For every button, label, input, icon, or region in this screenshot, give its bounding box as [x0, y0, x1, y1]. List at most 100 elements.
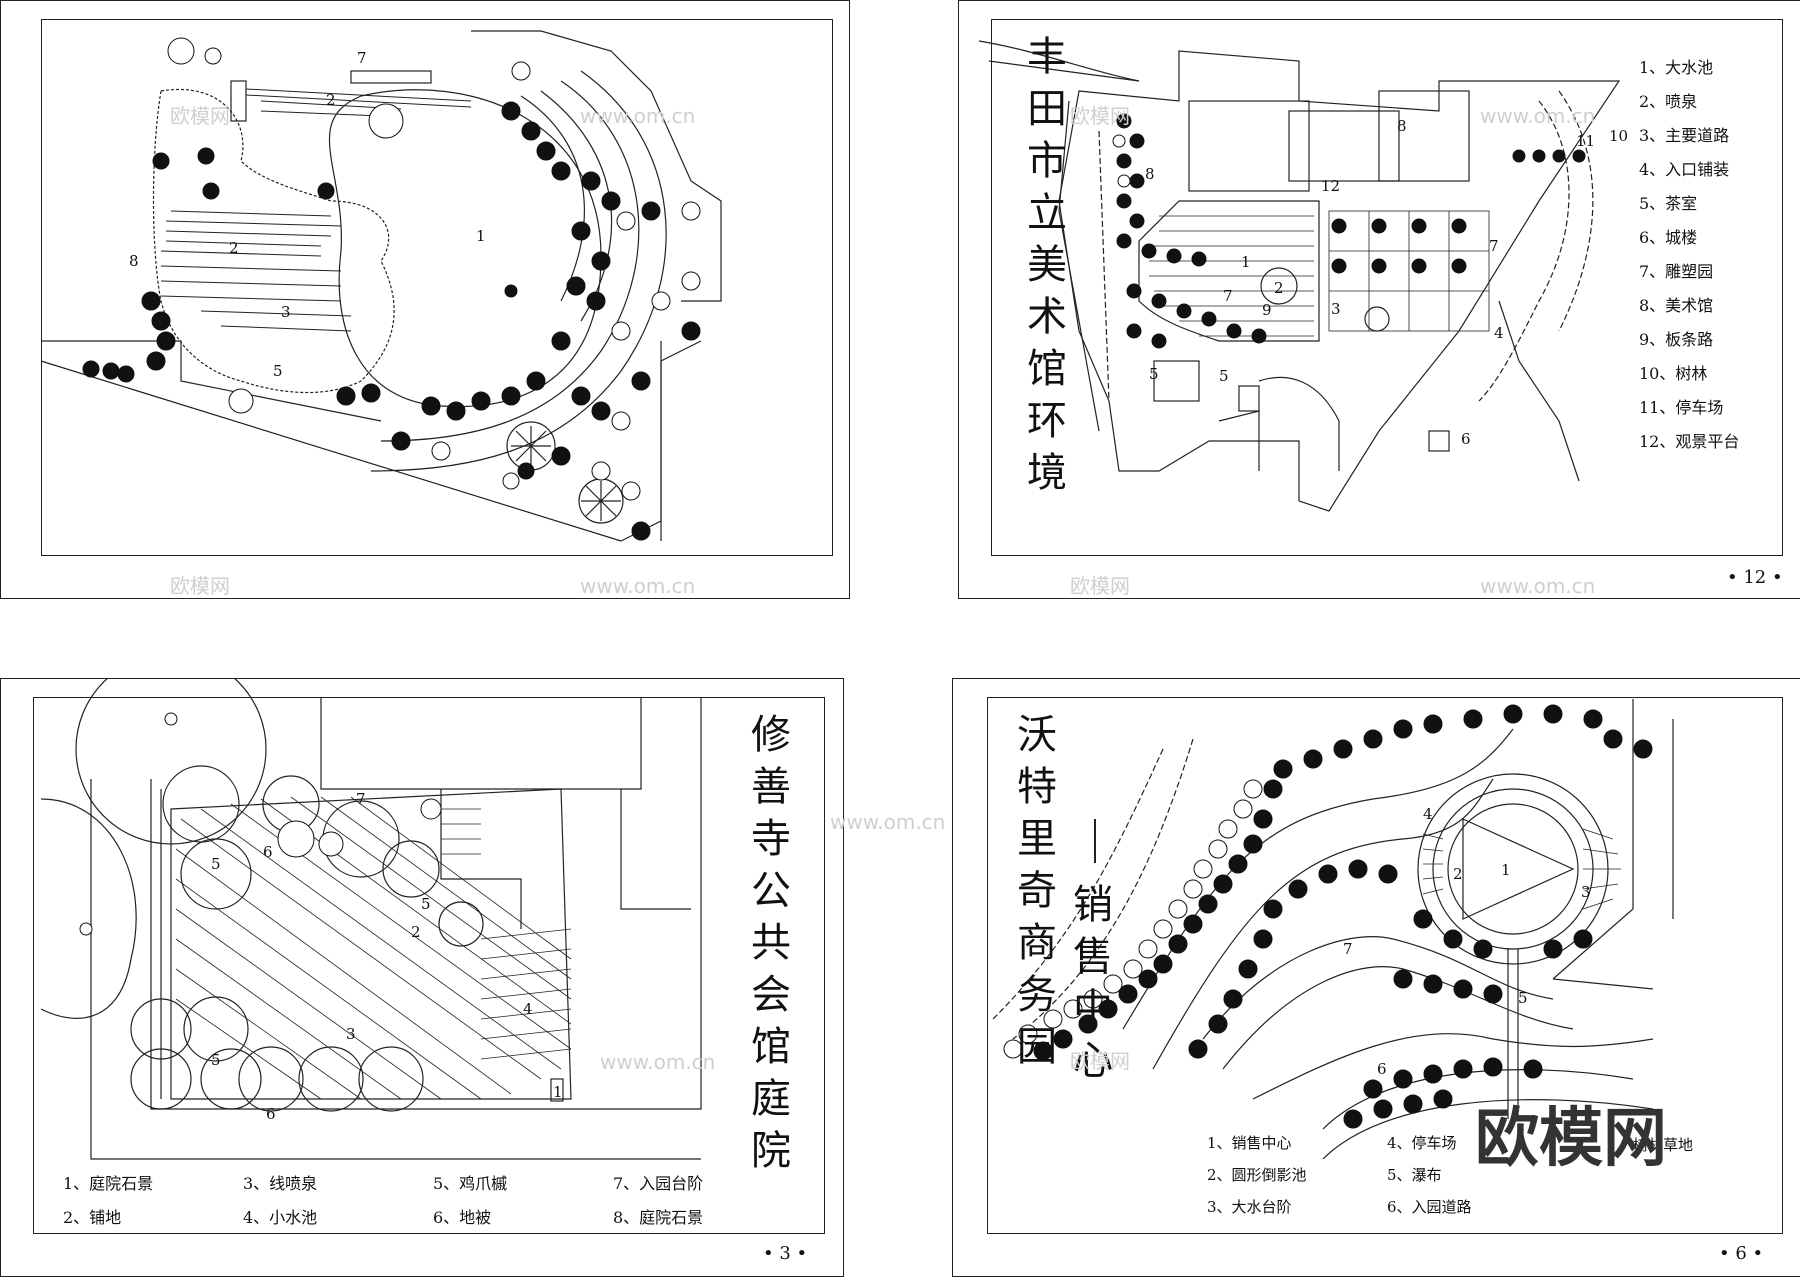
- waterridge-sales-drawing: 1 2 3 4 5 6 7: [992, 699, 1674, 1160]
- p2-label-4: 4: [1494, 324, 1504, 342]
- watermark-logo: 欧模网: [170, 104, 230, 128]
- watermark-url: www.om.cn: [600, 1050, 716, 1074]
- p4-label-3: 3: [1581, 883, 1591, 901]
- watermark-url: www.om.cn: [580, 104, 696, 128]
- panel-2-frame: [991, 19, 1783, 556]
- watermark-logo: 欧模网: [1070, 104, 1130, 128]
- panel-1-frame: [41, 19, 833, 556]
- watermark-url: www.om.cn: [830, 810, 946, 834]
- p2-page-number: • 12 •: [1727, 567, 1783, 588]
- p2-label-1: 1: [1241, 253, 1251, 271]
- p4-legend-item: 2、圆形倒影池: [1207, 1166, 1307, 1184]
- p4-legend-overlap: 树林草地: [1633, 1136, 1694, 1154]
- p2-label-5a: 5: [1219, 367, 1229, 385]
- p3-label-2: 2: [411, 923, 421, 941]
- p2-legend-item: 6、城楼: [1639, 228, 1698, 247]
- p2-label-7a: 7: [1489, 237, 1499, 255]
- p3-label-3: 3: [346, 1025, 356, 1043]
- panel-3-frame: [33, 697, 825, 1234]
- p2-legend-item: 5、茶室: [1639, 194, 1698, 213]
- p1-label-1: 1: [476, 227, 486, 245]
- p2-legend-item: 2、喷泉: [1639, 92, 1698, 111]
- p2-label-5b: 5: [1149, 365, 1159, 383]
- p2-label-3: 3: [1331, 300, 1341, 318]
- p2-legend-item: 1、大水池: [1639, 58, 1714, 77]
- p1-label-2a: 2: [326, 91, 336, 109]
- p2-label-8a: 8: [1145, 165, 1155, 183]
- p2-legend-item: 7、雕塑园: [1639, 262, 1714, 281]
- p3-label-4: 4: [523, 1000, 533, 1018]
- watermark-url: www.om.cn: [1480, 104, 1596, 128]
- p4-label-7: 7: [1343, 940, 1353, 958]
- p2-label-7b: 7: [1223, 287, 1233, 305]
- watermark-url: www.om.cn: [580, 574, 696, 598]
- p3-legend-item: 3、线喷泉: [243, 1174, 318, 1193]
- p1-label-8: 8: [129, 252, 139, 270]
- p1-label-7: 7: [357, 49, 367, 67]
- p1-label-3: 3: [281, 303, 291, 321]
- p3-legend-item: 1、庭院石景: [63, 1174, 154, 1193]
- p4-label-1: 1: [1501, 861, 1511, 879]
- p2-legend-item: 9、板条路: [1639, 330, 1714, 349]
- p3-legend-item: 8、庭院石景: [613, 1208, 704, 1227]
- p4-page-number: • 6 •: [1719, 1243, 1764, 1264]
- p2-legend: 1、大水池 2、喷泉 3、主要道路 4、入口铺装 5、茶室 6、城楼 7、雕塑园…: [1639, 51, 1739, 459]
- p4-legend-item: 4、停车场: [1387, 1134, 1457, 1152]
- p4-label-5: 5: [1518, 989, 1528, 1007]
- p3-title: 修善寺公共会馆庭院: [751, 712, 791, 1174]
- p1-label-2b: 2: [229, 239, 239, 257]
- p2-label-6: 6: [1461, 430, 1471, 448]
- p3-label-1: 1: [553, 1083, 563, 1101]
- p3-legend-item: 2、铺地: [63, 1208, 122, 1227]
- p4-legend-item: 3、大水台阶: [1207, 1198, 1292, 1216]
- p2-legend-item: 12、观景平台: [1639, 432, 1740, 451]
- toyota-museum-plan-drawing: 1 2 3 4 5 5 6 7 7 8 8 9 10 11 12: [978, 40, 1628, 512]
- watermark-logo: 欧模网: [1070, 1049, 1130, 1073]
- watermark-logo: 欧模网: [1070, 574, 1130, 598]
- p3-legend-item: 4、小水池: [243, 1208, 318, 1227]
- p2-label-11: 11: [1576, 132, 1595, 150]
- p2-label-9: 9: [1262, 301, 1272, 319]
- watermark-logo: 欧模网: [170, 574, 230, 598]
- p3-label-6a: 6: [263, 843, 273, 861]
- p3-legend-item: 5、鸡爪槭: [433, 1174, 508, 1193]
- p2-label-2: 2: [1274, 279, 1284, 297]
- panel-shuzenji-courtyard: 1 2 3 4 5 5 5 6 6 7 修善寺公共会馆庭院 1、庭院石景 3、线…: [0, 678, 844, 1277]
- p2-legend-item: 10、树林: [1639, 364, 1708, 383]
- p4-label-2: 2: [1453, 865, 1463, 883]
- p4-legend: 1、销售中心 4、停车场 2、圆形倒影池 5、瀑布 3、大水台阶 6、入园道路: [1207, 1127, 1547, 1223]
- p1-label-5: 5: [273, 362, 283, 380]
- p3-label-5a: 5: [211, 855, 221, 873]
- p3-page-number: • 3 •: [763, 1243, 808, 1264]
- p4-legend-item: 1、销售中心: [1207, 1134, 1292, 1152]
- p3-legend-item: 6、地被: [433, 1208, 492, 1227]
- p3-label-5b: 5: [421, 895, 431, 913]
- p4-title: 沃特里奇商务园: [1017, 712, 1057, 1070]
- p4-label-6: 6: [1377, 1060, 1387, 1078]
- p2-label-8b: 8: [1397, 117, 1407, 135]
- panel-waterridge-sales: 1 2 3 4 5 6 7 沃特里奇商务园 销售中心 1、销售中心 4、停车场 …: [952, 678, 1800, 1277]
- p2-legend-item: 11、停车场: [1639, 398, 1724, 417]
- site-plan-1-drawing: 1 2 2 3 5 7 8: [40, 30, 722, 542]
- shuzenji-courtyard-drawing: 1 2 3 4 5 5 5 6 6 7: [40, 679, 702, 1160]
- p3-label-7: 7: [356, 790, 366, 808]
- p2-legend-item: 8、美术馆: [1639, 296, 1714, 315]
- p3-label-5c: 5: [211, 1051, 221, 1069]
- p2-label-12: 12: [1321, 177, 1340, 195]
- p2-title: 丰田市立美术馆环境: [1027, 34, 1067, 496]
- p4-subtitle: 销售中心: [1073, 882, 1113, 1084]
- p3-legend-item: 7、入园台阶: [613, 1174, 704, 1193]
- p4-legend-item: 5、瀑布: [1387, 1166, 1442, 1184]
- p2-label-10: 10: [1609, 127, 1628, 145]
- panel-4-frame: [987, 697, 1783, 1234]
- panel-toyota-museum: 1 2 3 4 5 5 6 7 7 8 8 9 10 11 12 丰田市立美术馆…: [958, 0, 1800, 599]
- watermark-url: www.om.cn: [1480, 574, 1596, 598]
- p3-label-6b: 6: [266, 1105, 276, 1123]
- p4-big-watermark: 欧模网: [1475, 1102, 1667, 1176]
- p2-legend-item: 3、主要道路: [1639, 126, 1730, 145]
- p4-label-4: 4: [1423, 805, 1433, 823]
- p4-legend-item: 6、入园道路: [1387, 1198, 1472, 1216]
- p2-legend-item: 4、入口铺装: [1639, 160, 1730, 179]
- panel-site-plan-1: 1 2 2 3 5 7 8: [0, 0, 850, 599]
- p3-legend: 1、庭院石景 3、线喷泉 5、鸡爪槭 7、入园台阶 2、铺地 4、小水池 6、地…: [63, 1167, 723, 1235]
